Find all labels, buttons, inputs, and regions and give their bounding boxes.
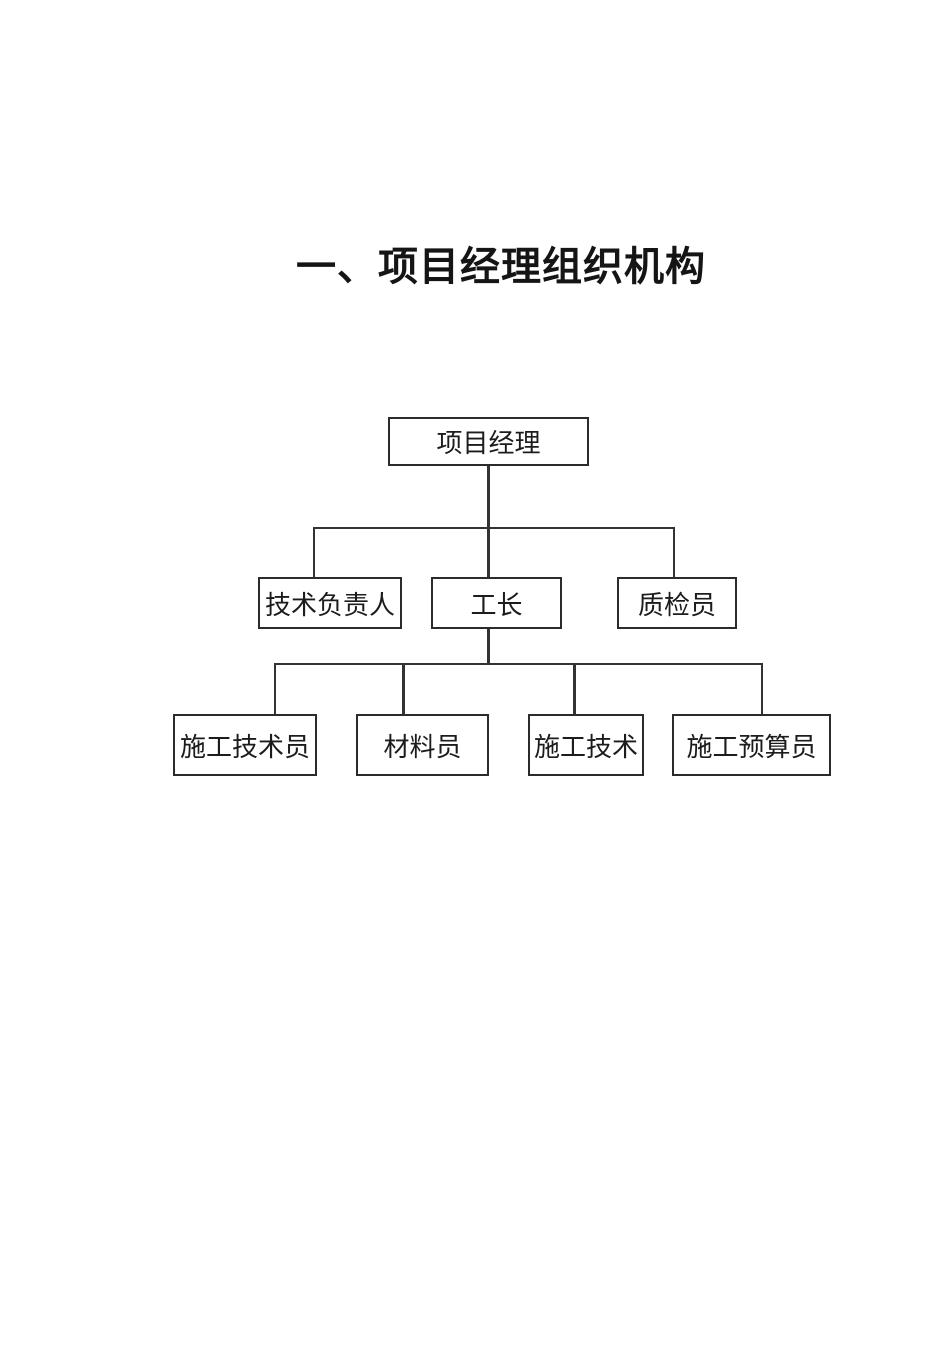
org-node-material-clerk: 材料员: [356, 714, 489, 776]
org-node-technical-director: 技术负责人: [258, 577, 402, 629]
connector-to-construction-technician: [274, 663, 276, 715]
section-title: 一、项目经理组织机构: [296, 244, 706, 289]
org-node-project-manager: 项目经理: [388, 417, 589, 466]
connector-to-construction-estimator: [761, 663, 763, 715]
connector-root-vertical: [487, 465, 490, 578]
connector-level2-horizontal: [313, 527, 675, 529]
connector-to-technical-director: [313, 527, 315, 578]
connector-level3-horizontal: [274, 663, 763, 665]
connector-to-material-clerk: [402, 663, 405, 715]
org-node-quality-inspector: 质检员: [617, 577, 737, 629]
connector-to-construction-technology: [573, 663, 576, 715]
org-node-construction-technician: 施工技术员: [173, 714, 317, 776]
org-node-foreman: 工长: [431, 577, 562, 629]
org-node-construction-technology: 施工技术: [528, 714, 644, 776]
org-node-construction-estimator: 施工预算员: [672, 714, 831, 776]
connector-foreman-vertical: [487, 628, 490, 665]
connector-to-quality-inspector: [673, 527, 675, 579]
